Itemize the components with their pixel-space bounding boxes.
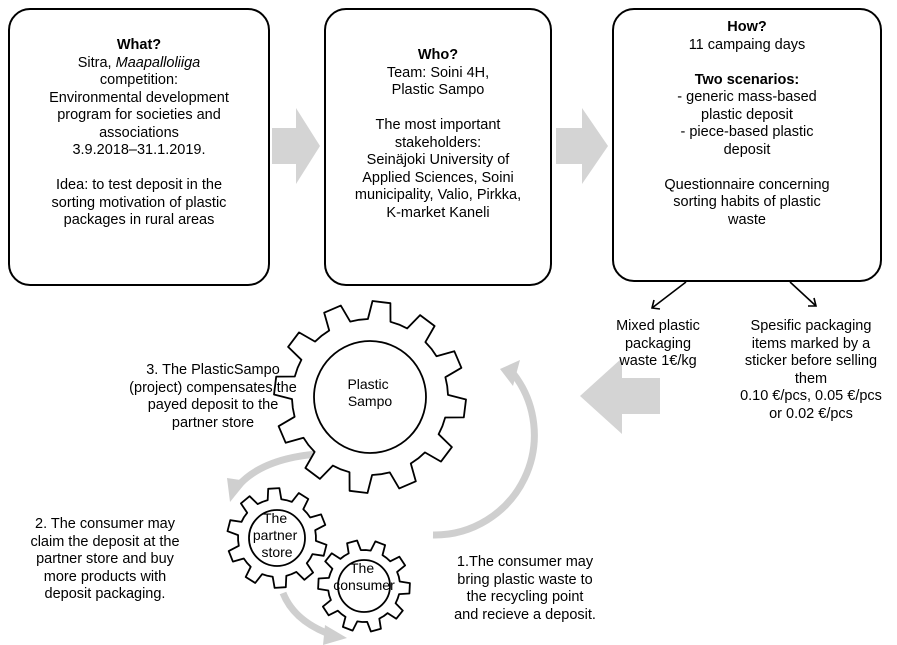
step-3-line: (project) compensates the <box>129 379 297 396</box>
who-line <box>326 100 550 118</box>
scenario-mixed-label: Mixed plastic packaging waste 1€/kg <box>592 318 724 371</box>
how-line <box>614 159 880 177</box>
scenario-mixed-line: packaging <box>624 335 692 352</box>
step-1-line: the recycling point <box>466 589 584 605</box>
what-line: Environmental development <box>49 89 229 106</box>
who-line: stakeholders: <box>394 134 482 151</box>
step-2-line: more products with <box>43 568 167 585</box>
gear-consumer-hub-ring <box>337 559 391 613</box>
who-line: Team: Soini 4H, <box>386 64 490 81</box>
scenario-specific-line: items marked by a <box>751 335 871 352</box>
flow-arrow-what-to-who <box>272 108 320 184</box>
step-1-line: 1.The consumer may <box>456 554 594 570</box>
what-line: program for societies and <box>57 107 221 123</box>
who-line: Seinäjoki University of <box>366 152 510 168</box>
step-3-line: partner store <box>171 414 255 431</box>
how-subtitle: Two scenarios: <box>694 71 800 88</box>
gear-sampo-hub-ring <box>313 340 427 454</box>
gear-consumer-outline <box>317 539 411 633</box>
who-title: Who? <box>417 47 459 63</box>
gear-partner-store <box>226 487 328 589</box>
gear-consumer <box>317 539 411 633</box>
step-2-line: partner store and buy <box>36 551 174 567</box>
gear-label-store: The partner store <box>253 510 301 560</box>
cycle-arrowhead-right <box>500 360 520 386</box>
how-line: deposit <box>723 141 771 158</box>
how-line: - generic mass-based <box>677 89 817 105</box>
what-line: packages in rural areas <box>63 212 215 228</box>
step-2-text: 2. The consumer may claim the deposit at… <box>2 516 208 604</box>
step-1-text: 1.The consumer may bring plastic waste t… <box>432 554 618 624</box>
gear-label-sampo: Plastic Sampo <box>347 376 392 409</box>
how-spacer <box>614 54 880 72</box>
who-line: municipality, Valio, Pirkka, <box>354 187 522 203</box>
who-line: Applied Sciences, Soini <box>362 169 514 186</box>
who-line: The most important <box>375 117 501 133</box>
gear-label-consumer: The consumer <box>333 560 395 593</box>
scenario-specific-line: or 0.02 €/pcs <box>769 405 853 422</box>
step-3-line: 3. The PlasticSampo <box>146 362 280 378</box>
how-line: sorting habits of plastic <box>673 194 821 210</box>
step-1-line: and recieve a deposit. <box>454 606 596 623</box>
how-campaign-days: 11 campaing days <box>688 36 806 53</box>
scenario-specific-line: Spesific packaging <box>750 318 872 334</box>
how-title: How? <box>727 19 767 35</box>
gear-plastic-sampo <box>273 300 467 494</box>
flow-arrow-to-cycle <box>580 358 660 434</box>
who-line: Plastic Sampo <box>391 82 485 98</box>
step-2-line: 2. The consumer may <box>35 516 175 532</box>
what-line: sorting motivation of plastic <box>51 194 227 211</box>
what-line: Idea: to test deposit in the <box>55 177 223 193</box>
step-2-line: claim the deposit at the <box>30 533 180 550</box>
scenario-specific-line: 0.10 €/pcs, 0.05 €/pcs <box>740 388 882 404</box>
cycle-arc-right <box>432 369 538 539</box>
gear-store-hub-ring <box>248 509 306 567</box>
cycle-arrowhead-left <box>227 478 247 502</box>
flow-arrow-who-to-how <box>556 108 608 184</box>
scenario-arrow-mixed <box>651 281 687 310</box>
what-line <box>10 160 268 178</box>
step-1-line: bring plastic waste to <box>457 571 593 588</box>
scenario-specific-label: Spesific packaging items marked by a sti… <box>728 318 894 423</box>
gear-store-outline <box>226 487 328 589</box>
how-line: waste <box>728 211 766 228</box>
what-line: associations <box>99 124 179 141</box>
scenario-arrow-specific <box>789 281 818 307</box>
what-line-1: Sitra, Maapalloliiga <box>77 54 201 71</box>
who-line: K-market Kaneli <box>386 204 490 221</box>
how-line: plastic deposit <box>701 106 793 123</box>
scenario-mixed-line: Mixed plastic <box>616 318 700 334</box>
step-2-line: deposit packaging. <box>44 586 166 602</box>
what-line: competition: <box>99 72 179 88</box>
step-3-text: 3. The PlasticSampo (project) compensate… <box>118 362 308 432</box>
what-box: What? Sitra, Maapalloliiga competition: … <box>8 8 270 286</box>
step-3-line: payed deposit to the <box>147 397 279 413</box>
scenario-specific-line: sticker before selling <box>744 353 878 369</box>
what-line: 3.9.2018–31.1.2019. <box>72 142 206 158</box>
gear-sampo-outline <box>273 300 467 494</box>
how-line: Questionnaire concerning <box>664 176 830 193</box>
what-title: What? <box>116 37 162 53</box>
how-box: How? 11 campaing days Two scenarios: - g… <box>612 8 882 282</box>
cycle-arrowhead-bottom <box>323 625 347 645</box>
how-line: - piece-based plastic <box>680 124 814 140</box>
who-box: Who? Team: Soini 4H, Plastic Sampo The m… <box>324 8 552 286</box>
scenario-mixed-line: waste 1€/kg <box>619 353 697 369</box>
scenario-specific-line: them <box>794 370 828 387</box>
